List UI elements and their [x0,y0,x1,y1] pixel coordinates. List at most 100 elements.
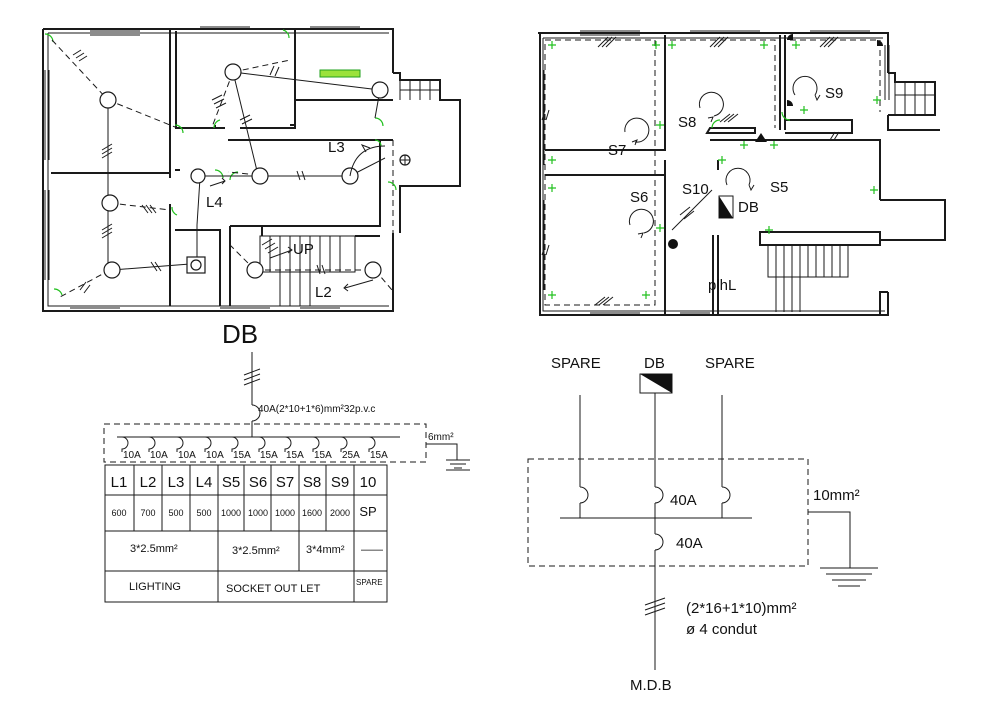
circuit-id: S8 [303,474,321,491]
circuit-load: 2000 [330,508,350,518]
circuit-id: L4 [196,474,213,491]
breaker-rating: 10A [206,450,224,461]
light-fitting [371,81,389,99]
lighting-cable-spec: 3*2.5mm² [130,543,178,555]
mdb-label: M.D.B [630,677,672,694]
feeder-spec: (2*16+1*10)mm² [686,600,796,617]
circuit-load: 1600 [302,508,322,518]
socket-symbols [624,75,821,239]
circuit-load: 500 [168,508,183,518]
light-label-l3: L3 [328,139,345,156]
circuit-load: 1000 [221,508,241,518]
circuit-breaker-symbol [121,436,129,452]
circuit-breaker-symbol [284,436,292,452]
db-enclosure [103,423,427,463]
right-stair [767,244,888,315]
light-fitting [246,261,264,279]
group-lighting: LIGHTING [129,581,181,593]
circuit-cells: L1 L2 L3 L4 S5 S6 S7 S8 S9 10 600 700 500 500 1000 1000… [111,474,377,519]
fluorescent-fixture [319,69,361,78]
breaker-rating: 15A [314,450,332,461]
group-socket: SOCKET OUT LET [226,583,321,595]
main-db-single-line: SPARE DB SPARE 40A 40A 10mm² (2*16+1*10)… [527,355,878,694]
spare-left-label: SPARE [551,355,601,372]
breaker-rating: 10A [123,450,141,461]
circuit-table [104,464,388,603]
circuit-breaker-symbol [368,436,376,452]
heavy-cable-spec: 3*4mm² [306,544,345,556]
db-earth-label: 6mm² [428,432,454,443]
light-fitting [103,261,121,279]
circuit-load: 1000 [248,508,268,518]
main-breaker-spec: 40A(2*10+1*6)mm²32p.v.c [258,404,375,415]
breaker-row: 10A 10A 10A 10A 15A 15A 15A 15A 25A 15A [121,436,388,461]
circuit-load: 500 [196,508,211,518]
circuit-load: SP [359,504,376,519]
socket-label-s7: S7 [608,142,626,159]
socket-label-s10: S10 [682,181,709,198]
main-db-enclosure [527,458,809,567]
db-label-plan: DB [738,199,759,216]
circuit-breaker-symbol [148,436,156,452]
light-fitting [190,168,206,184]
circuit-breaker-symbol [231,436,239,452]
circuit-id: S7 [276,474,294,491]
left-stair [244,225,380,306]
db-title: DB [222,319,258,349]
spare-cable-spec: —— [361,544,383,556]
socket-cable-spec: 3*2.5mm² [232,545,280,557]
circuit-load: 600 [111,508,126,518]
junction-box-lamp [190,259,202,271]
circuit-id: S9 [331,474,349,491]
light-fitting [99,91,117,109]
breaker-rating: 15A [260,450,278,461]
circuit-breaker-symbol [312,436,320,452]
breaker-rating: 15A [286,450,304,461]
circuit-breaker-symbol [204,436,212,452]
group-spare: SPARE [356,578,383,587]
breaker-rating: 15A [370,450,388,461]
breaker-rating: 25A [342,450,360,461]
light-fitting [101,194,119,212]
circuit-id: L1 [111,474,128,491]
socket-markers [548,41,881,299]
main-breaker-bottom: 40A [676,535,703,552]
circuit-id: L2 [140,474,157,491]
circuit-breaker-symbol [340,436,348,452]
meter-marker [668,239,678,249]
light-fitting [224,63,242,81]
light-fittings [99,63,411,279]
socket-label-s8: S8 [678,114,696,131]
circuit-breaker-symbol [176,436,184,452]
circuit-load: 1000 [275,508,295,518]
light-label-l4: L4 [206,194,223,211]
circuit-id: L3 [168,474,185,491]
socket-floor-plan: S7 S8 S9 S6 S10 S5 DB plhL [538,30,946,316]
main-db-label: DB [644,355,665,372]
light-fitting [364,261,382,279]
main-earth-label: 10mm² [813,487,860,504]
lighting-floor-plan: L3 L4 L2 UP [42,26,461,312]
main-breaker-top: 40A [670,492,697,509]
circuit-id: 10 [360,474,377,491]
circuit-id: S6 [249,474,267,491]
spare-right-label: SPARE [705,355,755,372]
plhl-label: plhL [708,277,736,294]
db-marker [755,133,767,142]
circuit-id: S5 [222,474,240,491]
breaker-rating: 15A [233,450,251,461]
circuit-load: 700 [140,508,155,518]
wiring-left [51,39,393,298]
stair-up-label: UP [293,241,314,258]
circuit-breaker-symbol [258,436,266,452]
breaker-rating: 10A [178,450,196,461]
cable-ticks-left [72,49,326,294]
breaker-rating: 10A [150,450,168,461]
conduit-spec: ø 4 condut [686,621,758,638]
socket-label-s6: S6 [630,189,648,206]
light-fitting [251,167,269,185]
socket-label-s5: S5 [770,179,788,196]
socket-label-s9: S9 [825,85,843,102]
